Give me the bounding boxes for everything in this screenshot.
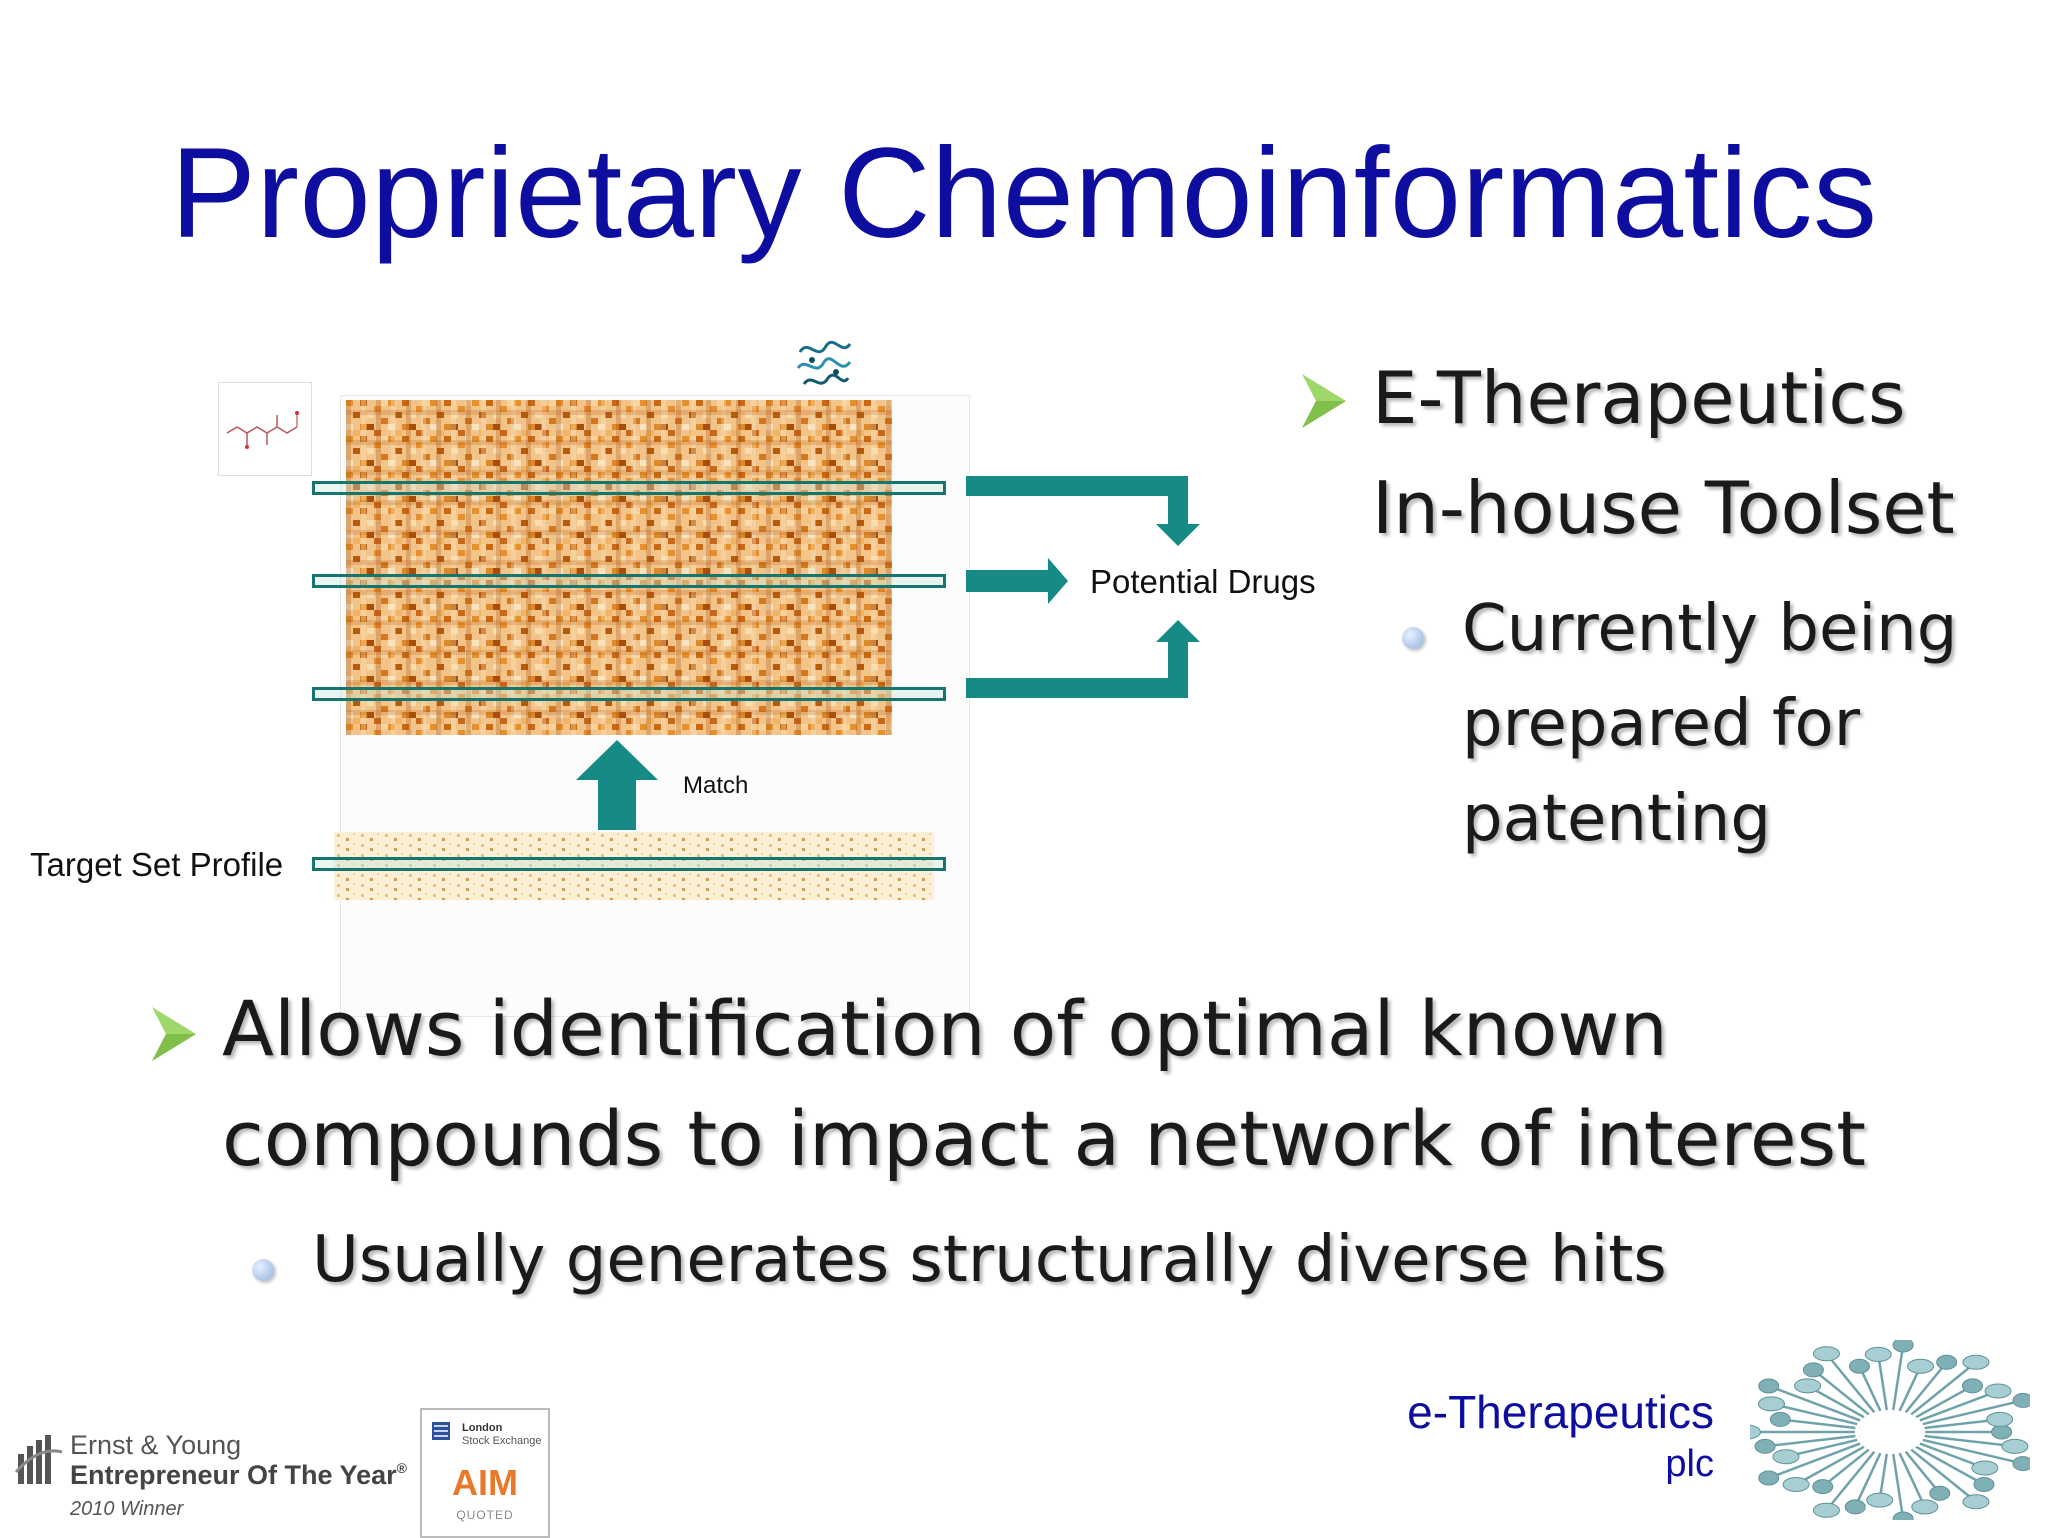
molecule-structure-icon [218, 382, 312, 476]
match-row-highlight-3 [312, 687, 946, 701]
slide-title: Proprietary Chemoinformatics [170, 122, 1878, 265]
match-row-highlight-2 [312, 574, 946, 588]
ernst-young-logo-icon [14, 1435, 63, 1484]
potential-drugs-label: Potential Drugs [1090, 563, 1316, 600]
target-profile-strip [334, 832, 934, 900]
right-bullet-line-1: E-Therapeutics [1372, 356, 1906, 440]
compound-heatmap [346, 400, 892, 735]
bottom-bullet-line-2: compounds to impact a network of interes… [222, 1094, 1867, 1183]
aim-badge: London Stock Exchange AIM QUOTED [420, 1408, 550, 1538]
ey-line-2: Entrepreneur Of The Year® [70, 1460, 407, 1491]
lse-line-1: London [462, 1422, 503, 1434]
target-row-highlight [312, 857, 946, 871]
potential-drugs-arrows [966, 476, 1200, 698]
ey-registered-mark: ® [396, 1460, 407, 1476]
right-sub-line-1: Currently being [1462, 592, 1958, 666]
lse-line-2: Stock Exchange [462, 1435, 542, 1447]
target-set-profile-label: Target Set Profile [30, 846, 284, 883]
bottom-sub-line: Usually generates structurally diverse h… [312, 1223, 1667, 1297]
green-arrow-bullet-icon [1302, 374, 1346, 428]
company-suffix: plc [1665, 1443, 1714, 1485]
company-name: e-Therapeutics [1407, 1386, 1714, 1438]
right-sub-line-3: patenting [1462, 782, 1771, 856]
right-bullet-line-2: In-house Toolset [1372, 466, 1955, 550]
green-arrow-bullet-icon [152, 1007, 196, 1061]
bottom-bullet-line-1: Allows identification of optimal known [222, 984, 1668, 1073]
crest-icon [432, 1422, 450, 1440]
aim-logo: AIM [452, 1462, 518, 1503]
light-blue-dot-bullet-icon [1402, 627, 1424, 649]
light-blue-dot-bullet-icon [252, 1259, 274, 1281]
network-burst-logo-icon [1750, 1340, 2030, 1520]
protein-structure-icon [792, 332, 856, 396]
aim-quoted-label: QUOTED [456, 1508, 514, 1522]
right-sub-line-2: prepared for [1462, 687, 1860, 761]
ey-line-1: Ernst & Young [70, 1430, 242, 1460]
match-row-highlight-1 [312, 481, 946, 495]
match-up-arrow-icon [576, 740, 658, 830]
ey-line-2-text: Entrepreneur Of The Year [70, 1460, 397, 1490]
ey-line-3: 2010 Winner [70, 1498, 184, 1520]
match-label: Match [683, 772, 749, 799]
